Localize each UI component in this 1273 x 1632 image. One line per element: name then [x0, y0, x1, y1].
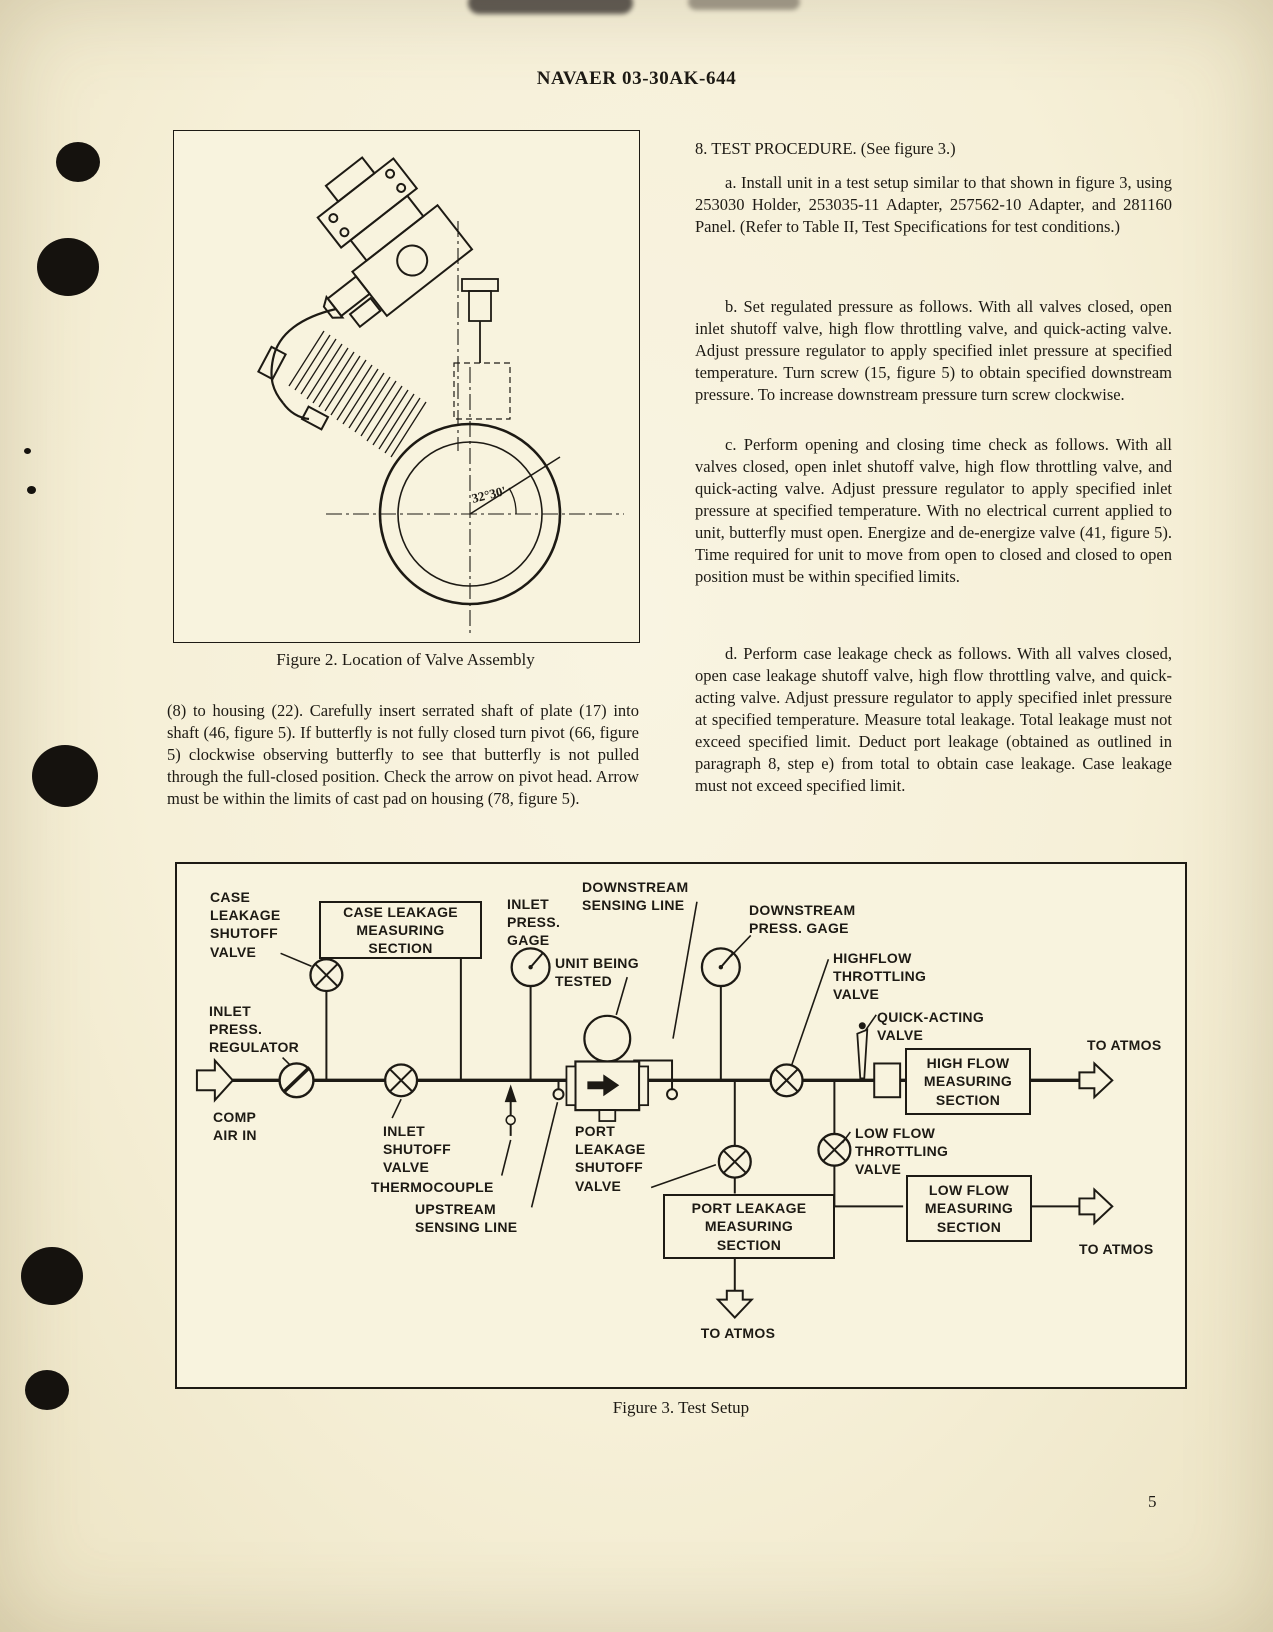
leader-lines	[280, 901, 877, 1208]
port-leakage-shutoff-valve-symbol	[717, 1144, 752, 1179]
label-comp-air-in: COMP AIR IN	[213, 1109, 257, 1144]
upstream-sensing-tap	[552, 1088, 565, 1101]
case-leakage-shutoff-valve-symbol	[309, 958, 344, 993]
pipe-branches	[325, 958, 1084, 1291]
label-inlet-press-regulator: INLET PRESS. REGULATOR	[209, 1003, 300, 1056]
to-atmos-arrow-top	[1078, 1061, 1114, 1100]
tube-elbow	[282, 402, 310, 421]
label-case-leakage-shutoff-valve: CASE LEAKAGE SHUTOFF VALVE	[210, 889, 281, 960]
valve-body-group	[316, 156, 474, 329]
label-downstream-press-gage: DOWNSTREAM PRESS. GAGE	[749, 902, 856, 937]
label-unit-being-tested: UNIT BEING TESTED	[555, 955, 639, 990]
label-quick-acting-valve: QUICK-ACTING VALVE	[877, 1009, 985, 1044]
label-downstream-sensing-line: DOWNSTREAM SENSING LINE	[582, 879, 689, 914]
highflow-throttling-valve-symbol	[769, 1063, 804, 1098]
label-inlet-shutoff-valve: INLET SHUTOFF VALVE	[383, 1123, 451, 1176]
unit-under-test-symbol	[565, 1014, 650, 1122]
binder-hole-mark	[25, 1370, 69, 1410]
downstream-sensing-tap	[666, 1088, 679, 1101]
label-to-atmos-bottom: TO ATMOS	[700, 1325, 776, 1341]
high-flow-measuring-section-box: HIGH FLOW MEASURING SECTION	[905, 1048, 1031, 1115]
page-number: 5	[1148, 1492, 1157, 1511]
inlet-pressure-gauge-symbol	[510, 947, 551, 988]
label-highflow-throttling-valve: HIGHFLOW THROTTLING VALVE	[833, 950, 927, 1003]
angle-reference-line	[469, 456, 561, 515]
figure2-caption: Figure 2. Location of Valve Assembly	[276, 650, 535, 669]
tube-fitting	[257, 345, 287, 381]
thermocouple-symbol	[504, 1084, 517, 1136]
pipe-coupling	[873, 1062, 902, 1099]
paragraph-d: d. Perform case leakage check as follows…	[695, 644, 1172, 795]
paragraph-c: c. Perform opening and closing time chec…	[695, 435, 1172, 586]
binder-hole-mark	[32, 745, 98, 807]
label-upstream-sensing-line: UPSTREAM SENSING LINE	[415, 1201, 518, 1236]
flow-direction-arrows	[195, 1057, 1114, 1319]
page-header: NAVAER 03-30AK-644	[536, 68, 737, 89]
ink-speck	[24, 448, 31, 454]
inlet-shutoff-valve-symbol	[384, 1063, 419, 1098]
figure3-caption: Figure 3. Test Setup	[612, 1398, 750, 1417]
paragraph-b: b. Set regulated pressure as follows. Wi…	[695, 297, 1172, 404]
left-column-paragraph: (8) to housing (22). Carefully insert se…	[167, 701, 639, 808]
quick-acting-valve-symbol	[856, 1022, 869, 1080]
figure3-schematic	[195, 901, 1114, 1319]
ink-speck	[27, 486, 36, 494]
section-heading: 8. TEST PROCEDURE. (See figure 3.)	[695, 139, 956, 158]
figure2-valve-assembly-drawing: 32°30'	[257, 156, 624, 633]
label-to-atmos-top-right: TO ATMOS	[1087, 1037, 1162, 1053]
label-low-flow-throttling-valve: LOW FLOW THROTTLING VALVE	[855, 1125, 949, 1178]
label-to-atmos-bottom-right: TO ATMOS	[1079, 1241, 1154, 1257]
hatching	[288, 330, 427, 458]
figure3-frame: CASE LEAKAGE MEASURING SECTION HIGH FLOW…	[175, 862, 1187, 1389]
comp-air-in-arrow	[195, 1057, 235, 1103]
binder-hole-mark	[37, 238, 99, 296]
to-atmos-arrow-right	[1078, 1187, 1114, 1226]
scan-smudge	[468, 0, 633, 14]
binder-hole-mark	[56, 142, 100, 182]
angle-arc	[508, 487, 517, 515]
paragraph-a: a. Install unit in a test setup similar …	[695, 173, 1172, 236]
label-port-leakage-shutoff-valve: PORT LEAKAGE SHUTOFF VALVE	[575, 1123, 646, 1194]
label-thermocouple: THERMOCOUPLE	[371, 1179, 494, 1195]
scan-smudge	[688, 0, 800, 10]
tube-fitting	[300, 405, 330, 431]
case-leakage-measuring-section-box: CASE LEAKAGE MEASURING SECTION	[319, 901, 482, 959]
duct-inner-circle	[397, 441, 543, 587]
downstream-pressure-gauge-symbol	[700, 947, 741, 988]
label-inlet-press-gage: INLET PRESS. GAGE	[507, 896, 561, 949]
duct-outer-circle	[378, 422, 562, 606]
inlet-pressure-regulator-symbol	[278, 1062, 315, 1099]
relief-valve	[453, 278, 511, 420]
sensing-tube	[270, 307, 337, 404]
to-atmos-arrow-down	[715, 1289, 755, 1319]
low-flow-measuring-section-box: LOW FLOW MEASURING SECTION	[906, 1175, 1032, 1242]
figure2-frame: 32°30'	[173, 130, 640, 643]
port-leakage-measuring-section-box: PORT LEAKAGE MEASURING SECTION	[663, 1194, 835, 1259]
binder-hole-mark	[21, 1247, 83, 1305]
